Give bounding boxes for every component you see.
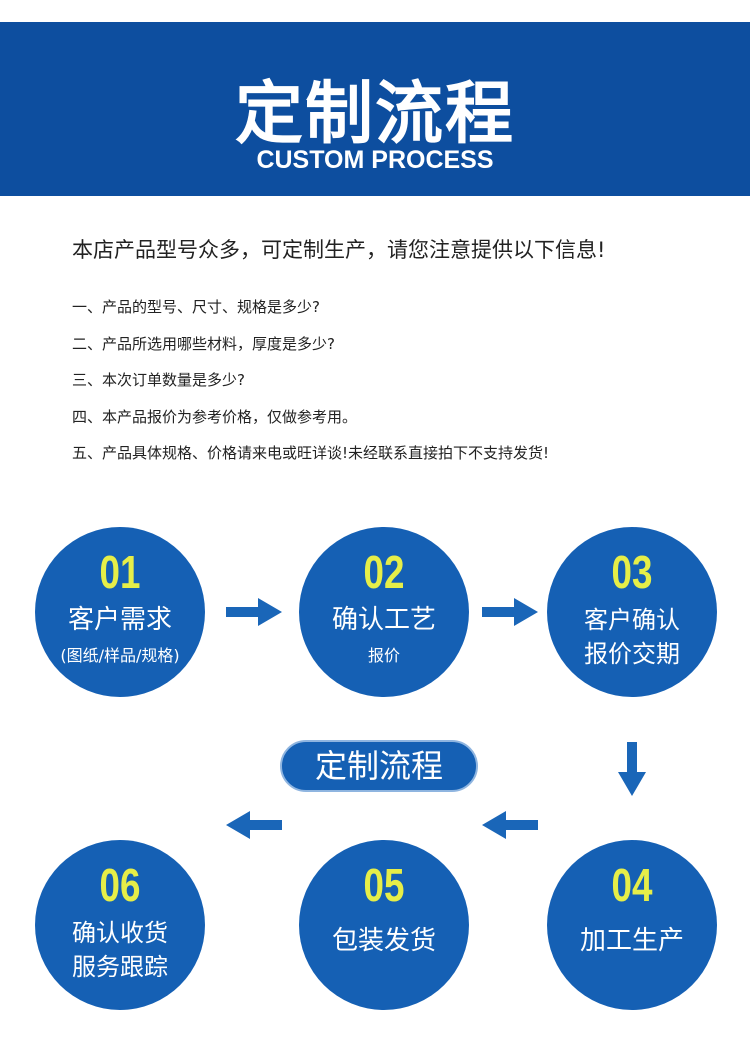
step-number: 01	[99, 546, 141, 598]
step-04: 04 加工生产	[547, 840, 717, 1010]
arrow-left-icon	[482, 811, 538, 839]
step-label: 加工生产	[579, 926, 684, 956]
intro-text: 本店产品型号众多，可定制生产，请您注意提供以下信息!	[72, 238, 606, 262]
step-number: 06	[99, 859, 141, 911]
step-sub: (图纸/样品/规格)	[60, 646, 180, 665]
step-label: 包装发货	[331, 926, 436, 956]
arrow-down-icon	[618, 742, 646, 796]
step-label: 确认工艺	[331, 605, 436, 635]
step-sub: 报价	[367, 646, 400, 665]
note-item: 三、本次订单数量是多少?	[72, 371, 245, 389]
notes-list: 一、产品的型号、尺寸、规格是多少? 二、产品所选用哪些材料，厚度是多少? 三、本…	[72, 296, 549, 479]
step-label-2: 服务跟踪	[72, 953, 168, 981]
step-label: 客户需求	[67, 605, 172, 635]
step-number: 04	[611, 859, 653, 911]
step-03: 03 客户确认 报价交期	[547, 527, 717, 697]
center-label: 定制流程	[280, 740, 478, 792]
page-subtitle: CUSTOM PROCESS	[256, 146, 494, 174]
note-item: 四、本产品报价为参考价格，仅做参考用。	[72, 407, 358, 426]
step-label: 客户确认	[584, 606, 680, 634]
note-item: 一、产品的型号、尺寸、规格是多少?	[72, 298, 320, 316]
step-number: 05	[363, 859, 405, 911]
step-label: 确认收货	[72, 919, 168, 947]
arrow-left-icon	[226, 811, 282, 839]
step-number: 02	[363, 546, 405, 598]
step-06: 06 确认收货 服务跟踪	[35, 840, 205, 1010]
step-label-2: 报价交期	[584, 640, 680, 668]
step-number: 03	[611, 546, 653, 598]
header-banner: 定制流程 CUSTOM PROCESS	[0, 22, 750, 196]
note-item: 五、产品具体规格、价格请来电或旺详谈!未经联系直接拍下不支持发货!	[72, 444, 550, 462]
page-title: 定制流程	[234, 75, 515, 154]
step-01: 01 客户需求 (图纸/样品/规格)	[35, 527, 205, 697]
note-item: 二、产品所选用哪些材料，厚度是多少?	[72, 334, 335, 353]
arrow-right-icon	[482, 598, 538, 626]
step-02: 02 确认工艺 报价	[299, 527, 469, 697]
arrow-right-icon	[226, 598, 282, 626]
step-05: 05 包装发货	[299, 840, 469, 1010]
